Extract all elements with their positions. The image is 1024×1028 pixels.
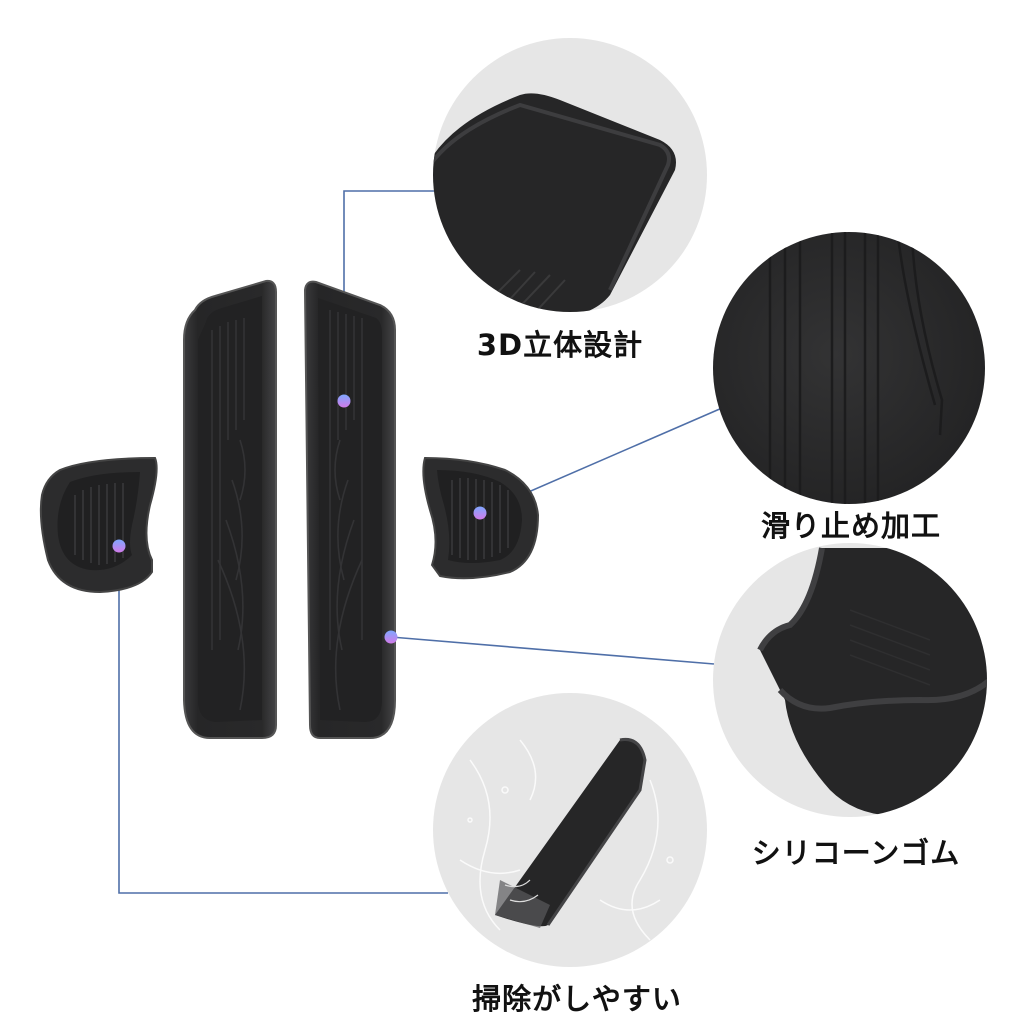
- feature-circle-3d-design: [433, 38, 707, 312]
- callout-dots: [112, 394, 487, 644]
- feature-circle-anti-slip: [713, 232, 985, 504]
- callout-dot-silicone: [384, 630, 398, 644]
- product-small-left-cup-mat: [39, 456, 158, 594]
- callout-line-silicone: [390, 636, 715, 665]
- feature-label-silicone: シリコーンゴム: [751, 836, 961, 870]
- feature-label-anti-slip: 滑り止め加工: [760, 509, 942, 543]
- feature-circle-easy-clean: [433, 693, 707, 967]
- feature-label-easy-clean: 掃除がしやすい: [472, 982, 682, 1016]
- callout-dot-3d-design: [337, 394, 351, 408]
- callout-dot-anti-slip: [473, 506, 487, 520]
- feature-label-3d-design: 3D立体設計: [476, 328, 644, 362]
- product-long-left-mat: [183, 279, 277, 739]
- feature-circle-silicone: [713, 543, 987, 817]
- callout-line-easy-clean: [118, 546, 448, 894]
- callout-dot-easy-clean: [112, 539, 126, 553]
- product-long-right-mat: [303, 280, 396, 739]
